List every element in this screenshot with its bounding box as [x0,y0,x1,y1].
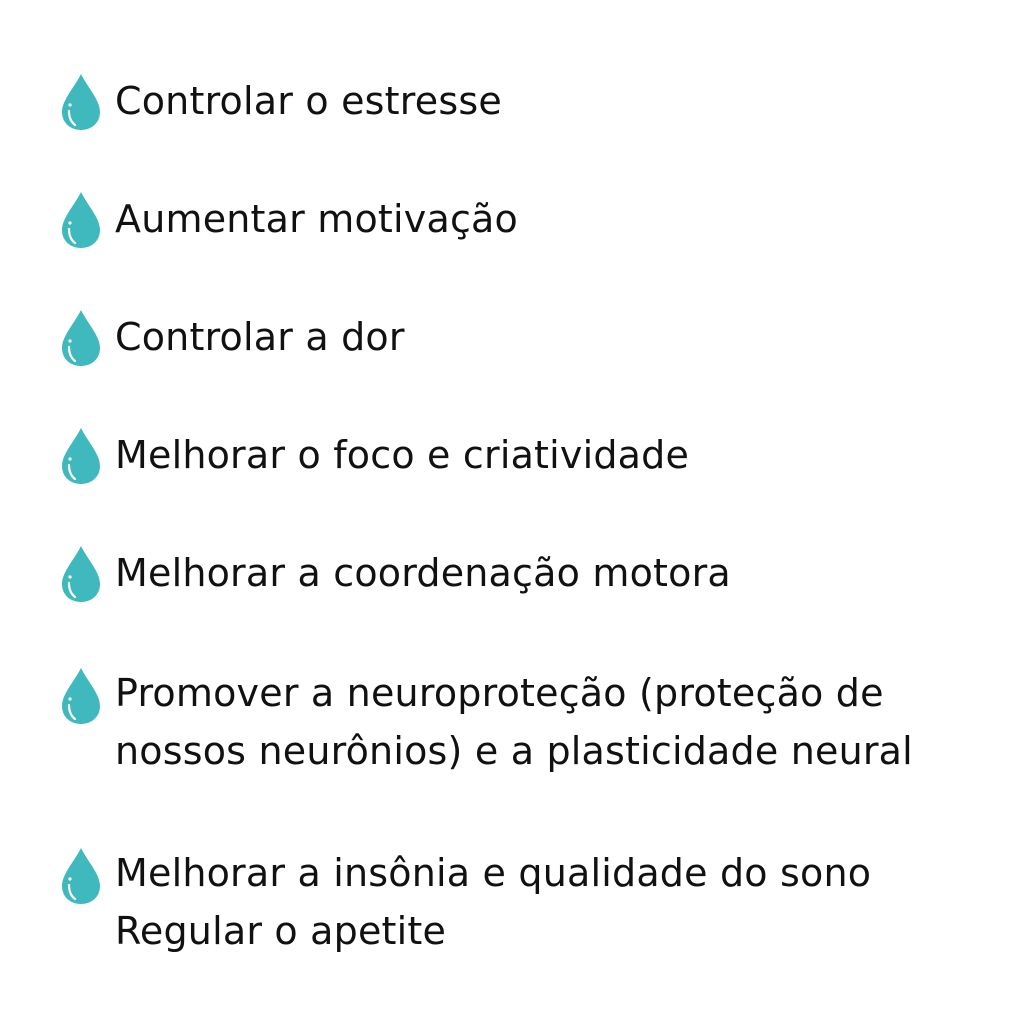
list-item-line: Controlar o estresse [115,79,502,123]
list-item-line: Promover a neuroproteção (proteção de [115,671,884,715]
list-item-line: Melhorar a coordenação motora [115,551,731,595]
list-item-text: Aumentar motivação [115,190,518,248]
water-drop-icon [60,666,102,726]
list-item-text: Promover a neuroproteção (proteção de no… [115,664,913,780]
list-item-line: Melhorar o foco e criatividade [115,433,690,477]
list-item-line: nossos neurônios) e a plasticidade neura… [115,729,913,773]
water-drop-icon [60,544,102,604]
list-item-text: Controlar a dor [115,308,405,366]
water-drop-icon [60,190,102,250]
water-drop-icon [60,846,102,906]
water-drop-icon [60,308,102,368]
water-drop-icon [60,72,102,132]
water-drop-icon [60,426,102,486]
list-item-line: Regular o apetite [115,909,447,953]
list-item-line: Aumentar motivação [115,197,518,241]
list-item-text: Melhorar a coordenação motora [115,544,731,602]
list-item-line: Melhorar a insônia e qualidade do sono [115,851,872,895]
list-item-text: Melhorar a insônia e qualidade do sono R… [115,844,871,960]
list-item-line: Controlar a dor [115,315,405,359]
list-item-text: Controlar o estresse [115,72,502,130]
list-item-text: Melhorar o foco e criatividade [115,426,689,484]
